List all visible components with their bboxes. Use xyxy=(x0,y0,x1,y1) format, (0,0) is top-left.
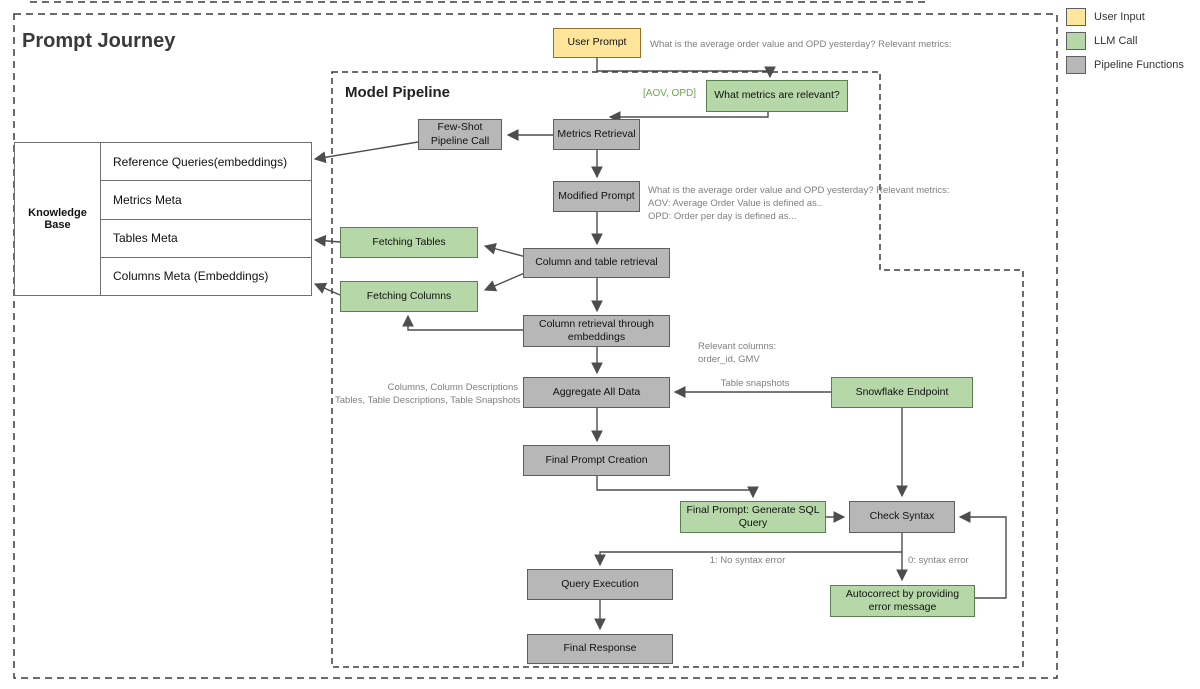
kb-row-metrics-meta: Metrics Meta xyxy=(101,181,311,220)
legend-label: Pipeline Functions xyxy=(1094,59,1184,71)
annotation-line: Relevant columns: xyxy=(698,341,777,352)
node-final-prompt-generate-sql-query: Final Prompt: Generate SQL Query xyxy=(680,501,826,533)
annotation-no-syntax-error: 1: No syntax error xyxy=(709,555,786,566)
model-pipeline-title: Model Pipeline xyxy=(345,84,451,101)
model-pipeline-frame xyxy=(331,71,1024,668)
kb-row-reference-queries: Reference Queries(embeddings) xyxy=(101,143,311,182)
user-input-swatch xyxy=(1066,8,1086,26)
knowledge-base-rows: Reference Queries(embeddings) Metrics Me… xyxy=(101,143,311,295)
node-snowflake-endpoint: Snowflake Endpoint xyxy=(831,377,973,408)
annotation-relevant-columns: Relevant columns: order_id, GMV xyxy=(698,340,776,366)
node-column-and-table-retrieval: Column and table retrieval xyxy=(523,248,670,278)
knowledge-base-header: Knowledge Base xyxy=(15,143,101,295)
knowledge-base-table: Knowledge Base Reference Queries(embeddi… xyxy=(14,142,312,296)
annotation-line: What is the average order value and OPD … xyxy=(648,185,950,196)
page-title: Prompt Journey xyxy=(22,30,176,52)
annotation-modified-prompt: What is the average order value and OPD … xyxy=(648,184,950,223)
legend-item-user-input: User Input xyxy=(1066,8,1184,26)
node-check-syntax: Check Syntax xyxy=(849,501,955,533)
llm-call-swatch xyxy=(1066,32,1086,50)
node-user-prompt: User Prompt xyxy=(553,28,641,58)
annotation-line: Tables, Table Descriptions, Table Snapsh… xyxy=(335,395,521,406)
node-final-response: Final Response xyxy=(527,634,673,664)
legend: User Input LLM Call Pipeline Functions xyxy=(1066,8,1184,80)
legend-label: User Input xyxy=(1094,11,1145,23)
legend-label: LLM Call xyxy=(1094,35,1138,47)
kb-row-tables-meta: Tables Meta xyxy=(101,220,311,258)
node-fetching-columns: Fetching Columns xyxy=(340,281,478,312)
node-what-metrics-are-relevant: What metrics are relevant? xyxy=(706,80,848,112)
annotation-syntax-error: 0: syntax error xyxy=(908,555,969,566)
legend-item-llm-call: LLM Call xyxy=(1066,32,1184,50)
node-final-prompt-creation: Final Prompt Creation xyxy=(523,445,670,476)
node-fetching-tables: Fetching Tables xyxy=(340,227,478,258)
node-column-retrieval-through-embeddings: Column retrieval through embeddings xyxy=(523,315,670,347)
node-aggregate-all-data: Aggregate All Data xyxy=(523,377,670,408)
annotation-aov-opd: [AOV, OPD] xyxy=(643,88,696,99)
prompt-journey-frame xyxy=(13,13,1058,679)
node-metrics-retrieval: Metrics Retrieval xyxy=(553,119,640,150)
node-autocorrect-by-providing-error-message: Autocorrect by providing error message xyxy=(830,585,975,617)
pipeline-functions-swatch xyxy=(1066,56,1086,74)
node-few-shot-pipeline-call: Few-Shot Pipeline Call xyxy=(418,119,502,150)
legend-item-pipeline-functions: Pipeline Functions xyxy=(1066,56,1184,74)
annotation-table-snapshots: Table snapshots xyxy=(720,378,790,389)
annotation-aggregate-inputs: Columns, Column Descriptions Tables, Tab… xyxy=(335,381,521,407)
annotation-user-prompt-text: What is the average order value and OPD … xyxy=(650,39,952,50)
node-modified-prompt: Modified Prompt xyxy=(553,181,640,212)
kb-row-columns-meta: Columns Meta (Embeddings) xyxy=(113,269,269,284)
annotation-line: order_id, GMV xyxy=(698,354,760,365)
node-query-execution: Query Execution xyxy=(527,569,673,600)
annotation-line: Columns, Column Descriptions xyxy=(387,382,518,393)
annotation-line: OPD: Order per day is defined as... xyxy=(648,211,797,222)
annotation-line: AOV: Average Order Value is defined as.. xyxy=(648,198,823,209)
